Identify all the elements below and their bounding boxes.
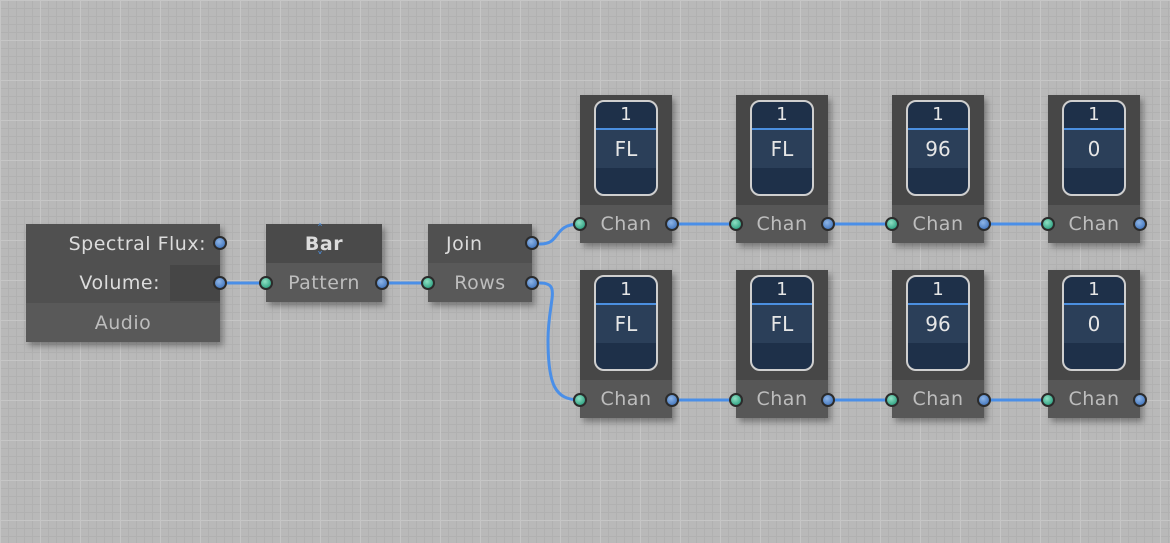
channel-can[interactable]: 1 FL: [594, 100, 658, 196]
chan-node-bottom-3[interactable]: 1 96 Chan: [885, 270, 991, 418]
chan-node-bottom-1[interactable]: 1 FL Chan: [573, 270, 679, 418]
channel-value: FL: [752, 305, 812, 343]
chan-input-port[interactable]: [885, 393, 899, 407]
channel-number: 1: [1064, 277, 1124, 305]
chevron-up-icon[interactable]: ˄: [317, 222, 323, 236]
chan-input-port[interactable]: [729, 393, 743, 407]
join-label: Join: [446, 232, 483, 255]
rows-node-title: Rows: [454, 271, 506, 294]
chan-output-port[interactable]: [1133, 217, 1147, 231]
volume-meter: [170, 265, 220, 301]
chan-node-top-3[interactable]: 1 96 Chan: [885, 95, 991, 243]
chan-output-port[interactable]: [665, 393, 679, 407]
chan-input-port[interactable]: [1041, 217, 1055, 231]
chan-input-port[interactable]: [1041, 393, 1055, 407]
chan-node-top-2[interactable]: 1 FL Chan: [729, 95, 835, 243]
channel-can[interactable]: 1 0: [1062, 100, 1126, 196]
chan-label: Chan: [912, 213, 964, 235]
channel-can[interactable]: 1 FL: [594, 275, 658, 371]
channel-number: 1: [752, 102, 812, 130]
chan-input-port[interactable]: [573, 393, 587, 407]
chan-output-port[interactable]: [665, 217, 679, 231]
channel-value: FL: [596, 305, 656, 343]
chan-output-port[interactable]: [821, 393, 835, 407]
channel-can[interactable]: 1 FL: [750, 275, 814, 371]
chan-label: Chan: [1068, 213, 1120, 235]
chan-output-port[interactable]: [1133, 393, 1147, 407]
channel-number: 1: [596, 102, 656, 130]
channel-number: 1: [596, 277, 656, 305]
volume-output-port[interactable]: [213, 276, 227, 290]
channel-can[interactable]: 1 96: [906, 275, 970, 371]
join-output-port[interactable]: [525, 236, 539, 250]
chan-node-top-1[interactable]: 1 FL Chan: [573, 95, 679, 243]
chan-input-port[interactable]: [573, 217, 587, 231]
pattern-input-port[interactable]: [259, 276, 273, 290]
chan-label: Chan: [912, 388, 964, 410]
chan-output-port[interactable]: [821, 217, 835, 231]
channel-value: FL: [596, 130, 656, 168]
spectral-flux-output-port[interactable]: [213, 236, 227, 250]
channel-number: 1: [908, 102, 968, 130]
channel-can[interactable]: 1 96: [906, 100, 970, 196]
chan-label: Chan: [756, 388, 808, 410]
channel-can[interactable]: 1 FL: [750, 100, 814, 196]
channel-value: 0: [1064, 305, 1124, 343]
channel-value: 0: [1064, 130, 1124, 168]
chan-label: Chan: [756, 213, 808, 235]
chan-output-port[interactable]: [977, 217, 991, 231]
pattern-node[interactable]: ˄ Bar ˅ Pattern: [259, 222, 389, 302]
chan-label: Chan: [600, 388, 652, 410]
channel-number: 1: [1064, 102, 1124, 130]
rows-output-port[interactable]: [525, 276, 539, 290]
rows-node[interactable]: Join Rows: [421, 224, 539, 302]
chan-input-port[interactable]: [885, 217, 899, 231]
bar-label: Bar: [304, 232, 344, 255]
audio-node-title: Audio: [94, 311, 152, 334]
chan-node-top-4[interactable]: 1 0 Chan: [1041, 95, 1147, 243]
channel-number: 1: [752, 277, 812, 305]
channel-value: 96: [908, 130, 968, 168]
bar-selector[interactable]: ˄ Bar ˅: [266, 222, 382, 264]
chan-node-bottom-2[interactable]: 1 FL Chan: [729, 270, 835, 418]
channel-value: FL: [752, 130, 812, 168]
pattern-output-port[interactable]: [375, 276, 389, 290]
chan-input-port[interactable]: [729, 217, 743, 231]
chan-output-port[interactable]: [977, 393, 991, 407]
chan-node-bottom-4[interactable]: 1 0 Chan: [1041, 270, 1147, 418]
channel-value: 96: [908, 305, 968, 343]
pattern-node-title: Pattern: [288, 271, 360, 294]
audio-node[interactable]: Spectral Flux: Volume: Audio: [26, 224, 227, 342]
chan-label: Chan: [600, 213, 652, 235]
spectral-flux-label: Spectral Flux:: [68, 232, 206, 255]
channel-can[interactable]: 1 0: [1062, 275, 1126, 371]
rows-input-port[interactable]: [421, 276, 435, 290]
volume-label: Volume:: [79, 271, 160, 294]
wire-rows-to-chan-bottom-1: [538, 281, 582, 402]
chan-label: Chan: [1068, 388, 1120, 410]
channel-number: 1: [908, 277, 968, 305]
chevron-down-icon[interactable]: ˅: [317, 250, 323, 264]
